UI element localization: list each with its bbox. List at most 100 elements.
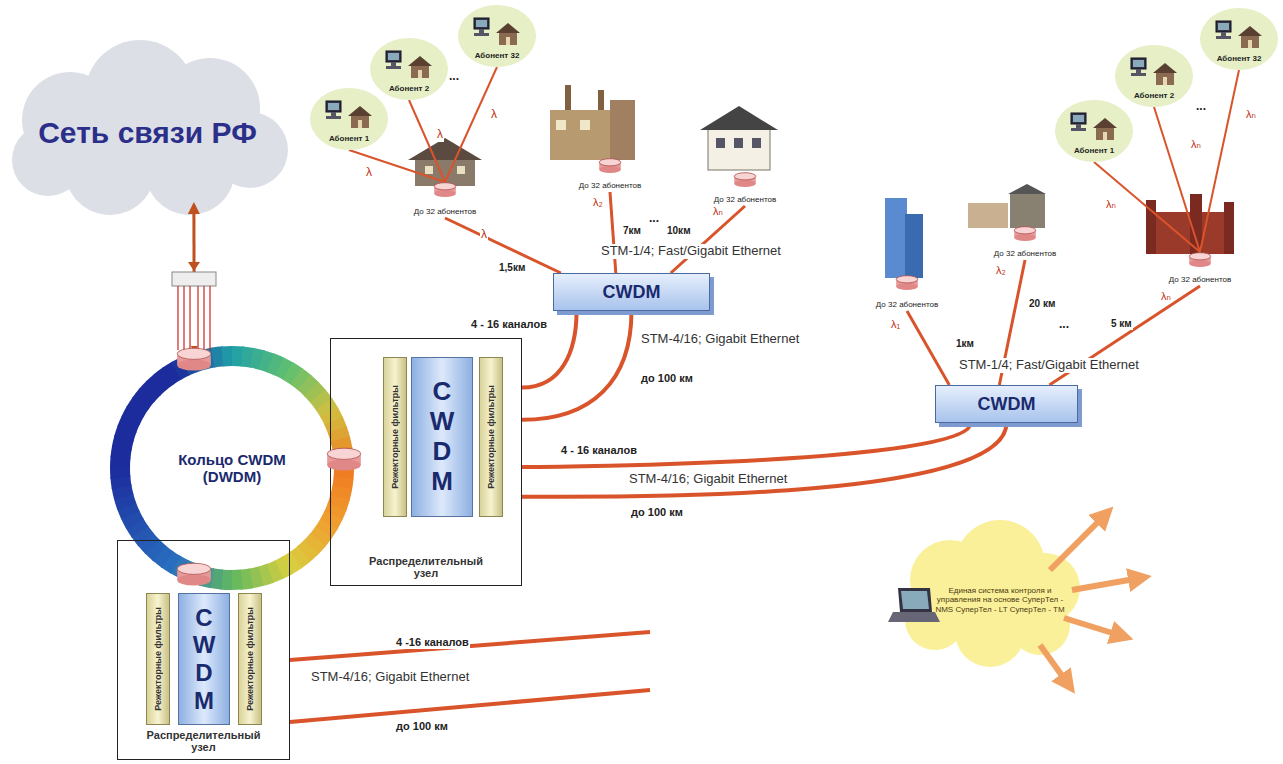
ring-segment xyxy=(337,430,340,441)
node-text: Абонент 1 xyxy=(1074,146,1114,155)
wavelength-label: λₙ xyxy=(1160,290,1172,303)
subscriber: Абонент 1 xyxy=(1055,100,1133,162)
link-label: ... xyxy=(648,212,660,226)
subscriber-icon xyxy=(1136,69,1141,73)
building xyxy=(708,128,770,170)
link-label: 10км xyxy=(666,225,692,237)
node-text: До 32 абонентов xyxy=(579,181,641,190)
subscriber-icon xyxy=(1071,113,1086,124)
node-text: CWDM xyxy=(603,282,661,303)
node-text: Абонент 1 xyxy=(329,134,369,143)
link-label: до 100 км xyxy=(395,720,449,733)
subscriber-icon xyxy=(418,70,422,78)
link-label: 1,5км xyxy=(498,262,526,274)
laptop-icon xyxy=(888,612,940,622)
ring-segment xyxy=(287,560,297,566)
building xyxy=(968,203,1008,228)
subscriber-icon xyxy=(388,53,399,60)
subscriber-icon xyxy=(358,120,362,128)
node-text: Кольцо CWDM (DWDM) xyxy=(174,451,290,485)
ring-segment xyxy=(340,487,343,498)
subscriber-icon xyxy=(1073,115,1084,122)
cwdm-mux: C W D M xyxy=(411,357,473,517)
subscriber-icon xyxy=(1096,128,1114,140)
ring-segment xyxy=(304,382,312,390)
wavelength-label: λₙ xyxy=(1190,138,1202,151)
subscriber-icon xyxy=(1131,58,1146,69)
building xyxy=(1008,184,1046,194)
node-text: Абонент 32 xyxy=(1217,54,1262,63)
subscriber-icon xyxy=(1216,21,1231,32)
router-icon xyxy=(177,563,211,574)
node-text: До 32 абонентов xyxy=(414,207,476,216)
link-label: до 100 км xyxy=(640,372,694,385)
ring-segment xyxy=(166,559,176,565)
subscriber-icon xyxy=(1076,124,1081,128)
router-icon xyxy=(896,276,918,283)
link-label: STM-4/16; Gigabit Ethernet xyxy=(628,472,788,487)
subscriber-icon xyxy=(1216,21,1262,48)
wavelength-label: λₙ xyxy=(1245,108,1257,121)
ring-segment xyxy=(127,419,131,429)
node-text: C W D M xyxy=(191,604,217,714)
wavelength-label: λ xyxy=(490,108,498,122)
subscriber-icon xyxy=(386,51,432,78)
wavelength-label: λₙ xyxy=(712,205,724,218)
wavelength-label: λₙ xyxy=(1105,198,1117,211)
router-icon xyxy=(896,283,918,290)
ring-segment xyxy=(240,578,251,579)
cwdm-box: CWDM xyxy=(935,385,1078,423)
subscriber-icon xyxy=(1071,128,1086,131)
ring-segment xyxy=(288,371,298,377)
link-label: STM-4/16; Gigabit Ethernet xyxy=(640,332,800,347)
laptop-icon xyxy=(901,591,929,609)
ring-segment xyxy=(317,532,324,541)
ring-segment xyxy=(130,514,135,524)
link-label: 5 км xyxy=(1110,318,1133,330)
ring-segment xyxy=(251,358,262,361)
ring-segment xyxy=(295,554,304,561)
ring-segment xyxy=(311,389,319,397)
node-text: Распределительный узел xyxy=(144,729,263,753)
connector xyxy=(1154,107,1200,252)
ring-shape xyxy=(120,356,344,580)
ring-segment xyxy=(213,356,224,357)
connector xyxy=(1200,70,1239,252)
ring-segment xyxy=(160,375,169,382)
wavelength-label: λ₂ xyxy=(995,264,1007,277)
ring-segment xyxy=(270,363,280,367)
gateway-device xyxy=(174,286,214,346)
router-icon xyxy=(734,173,756,187)
router-icon xyxy=(327,448,361,459)
router-icon xyxy=(327,459,361,470)
connector xyxy=(1094,162,1200,252)
subscriber-icon xyxy=(1218,23,1229,30)
subscriber-icon xyxy=(411,66,429,78)
wavelength-label: λ xyxy=(436,128,444,142)
link-label: 1км xyxy=(955,338,975,350)
subscriber: Абонент 32 xyxy=(458,5,536,67)
management-arrow xyxy=(1064,618,1122,636)
subscriber-icon xyxy=(391,62,396,66)
ring-segment xyxy=(153,381,161,389)
link-label: 4 -16 каналов xyxy=(395,636,470,649)
ring-segment xyxy=(269,570,280,574)
trunk-line xyxy=(290,632,650,660)
node-text: Режекторные фильтры xyxy=(153,607,163,711)
ring-segment xyxy=(123,495,126,506)
router-icon xyxy=(1014,234,1036,241)
subscriber: Абонент 32 xyxy=(1200,8,1278,70)
connector xyxy=(349,150,445,182)
subscriber-icon xyxy=(348,106,372,116)
subscriber-icon xyxy=(506,37,510,45)
router-icon xyxy=(1189,253,1211,267)
trunk-line xyxy=(290,632,650,722)
gateway-device xyxy=(209,286,210,350)
subscriber: Абонент 1 xyxy=(310,88,388,150)
link-label: ... xyxy=(448,70,460,84)
connector xyxy=(445,218,561,273)
link-label: 20 км xyxy=(1028,298,1056,310)
node-text: Сеть связи РФ xyxy=(38,116,257,149)
